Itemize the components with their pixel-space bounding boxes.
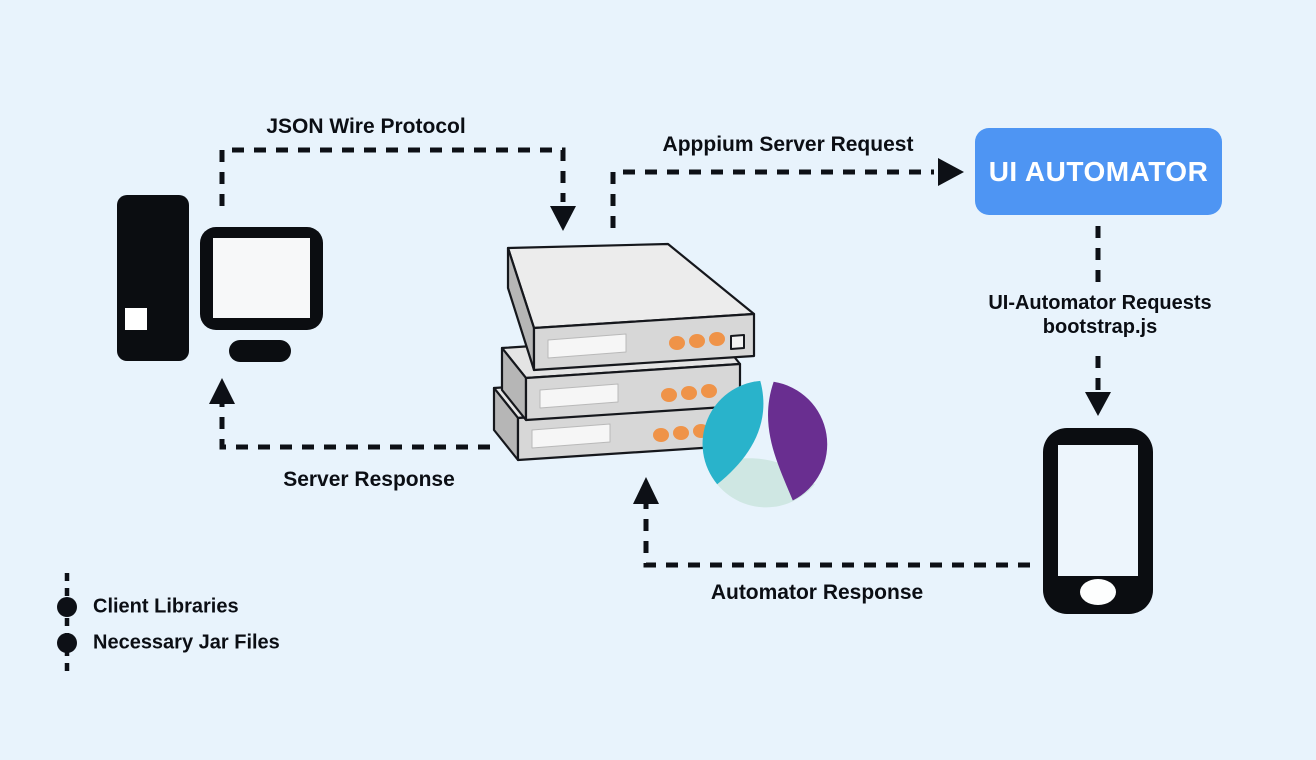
computer-tower-drive [125,308,147,330]
server-stack-icon [492,242,756,462]
server-led [669,336,685,350]
appium-server-request-label: Apppium Server Request [662,133,914,156]
json-wire-arrow [219,147,576,231]
server-led [689,334,705,348]
server-led [709,332,725,346]
appium-logo-cyan-lobe [702,380,764,485]
appium-logo-icon [702,380,828,508]
server-led [701,384,717,398]
server-led [653,428,669,442]
computer-stand [229,340,291,362]
ui-automator-node: UI AUTOMATOR [975,128,1222,215]
appium-server-request-arrow [610,158,964,228]
arrowhead-down-icon [1085,392,1111,416]
legend-label-necessary-jar-files: Necessary Jar Files [93,631,280,654]
desktop-computer-icon [117,195,323,362]
appium-logo-purple-lobe [768,381,828,501]
automator-response-label: Automator Response [710,581,924,604]
server-response-arrow [209,378,490,450]
json-wire-protocol-label: JSON Wire Protocol [266,115,466,138]
server-led [673,426,689,440]
arrowhead-up-icon [633,477,659,504]
ui-automator-requests-line2: bootstrap.js [1042,316,1158,338]
phone-home-button [1080,579,1116,605]
server-vent-slot [547,333,627,359]
legend-label-client-libraries: Client Libraries [93,595,239,618]
legend-dot-client-libraries [57,597,77,617]
automator-response-arrow [633,477,1030,568]
legend-line [57,573,77,676]
server-vent-slot [539,383,619,409]
ui-automator-request-link [1085,226,1111,416]
arrowhead-down-icon [550,206,576,231]
ui-automator-requests-label: UI-Automator Requests bootstrap.js [988,291,1211,339]
arrowhead-up-icon [209,378,235,404]
server-led [681,386,697,400]
server-unit-top [506,242,756,372]
server-vent-slot [531,423,611,449]
arrowhead-right-icon [938,158,964,186]
legend-dot-jar-files [57,633,77,653]
mobile-phone-icon [1043,428,1153,614]
server-response-label: Server Response [283,468,455,491]
ui-automator-requests-line1: UI-Automator Requests [988,292,1212,314]
computer-tower [117,195,189,361]
server-led [661,388,677,402]
server-switch [730,334,745,350]
computer-screen [213,238,310,318]
phone-screen [1058,445,1138,576]
